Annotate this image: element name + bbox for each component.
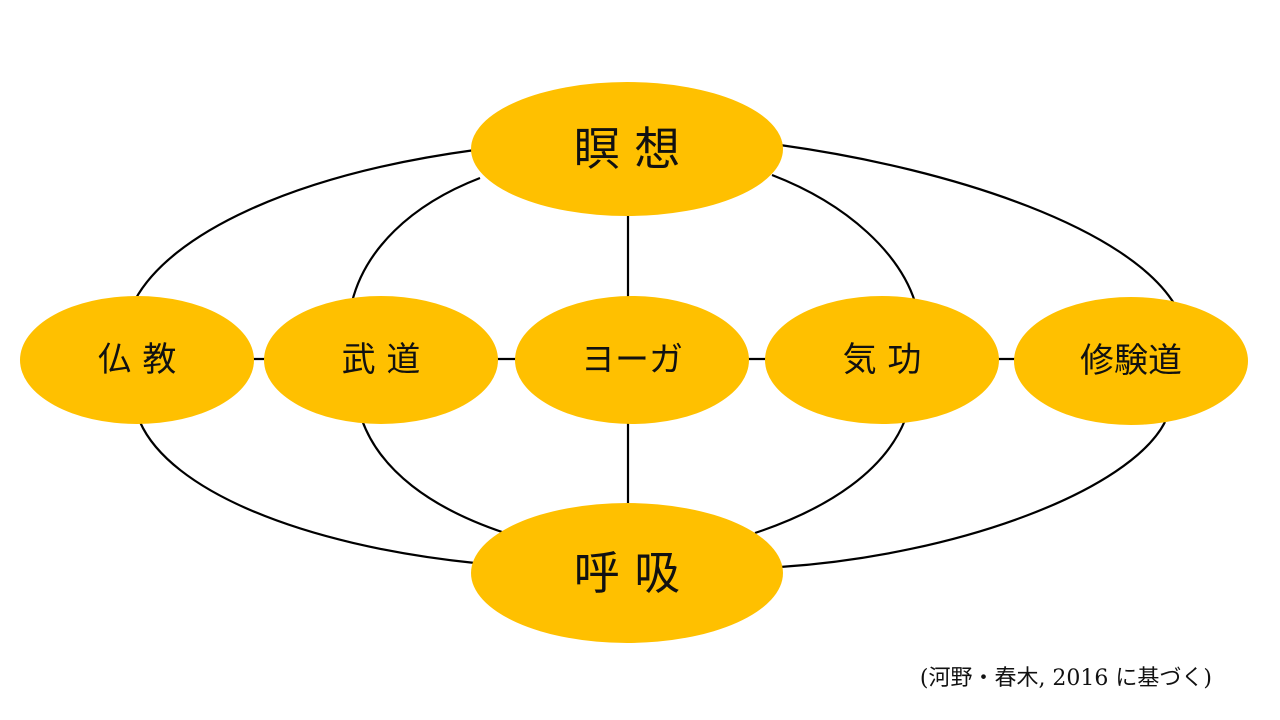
node-budo-shape — [264, 296, 498, 424]
node-meditation: 瞑 想 — [471, 82, 783, 216]
node-budo: 武 道 — [264, 296, 498, 424]
node-yoga-label: ヨーガ — [581, 340, 683, 380]
node-qigong: 気 功 — [765, 296, 999, 424]
node-yoga: ヨーガ — [515, 296, 749, 424]
edge-breathing-shugendo — [779, 421, 1166, 569]
edge-meditation-budo — [350, 176, 481, 303]
node-shugendo-label: 修験道 — [1080, 341, 1182, 381]
edge-meditation-buddhism — [134, 148, 476, 301]
node-breathing: 呼 吸 — [471, 503, 783, 643]
node-budo-label: 武 道 — [342, 340, 421, 380]
node-qigong-label: 気 功 — [843, 340, 922, 380]
node-meditation-label: 瞑 想 — [574, 122, 681, 176]
node-buddhism: 仏 教 — [20, 296, 254, 424]
node-yoga-shape — [515, 296, 749, 424]
node-qigong-shape — [765, 296, 999, 424]
node-buddhism-label: 仏 教 — [98, 340, 177, 380]
node-shugendo: 修験道 — [1014, 297, 1248, 425]
node-shugendo-shape — [1014, 297, 1248, 425]
node-meditation-shape — [471, 82, 783, 216]
node-breathing-shape — [471, 503, 783, 643]
edge-meditation-shugendo — [779, 143, 1176, 306]
node-breathing-label: 呼 吸 — [574, 546, 681, 600]
edge-meditation-qigong — [771, 173, 917, 303]
edge-breathing-budo — [360, 419, 506, 535]
node-buddhism-shape — [20, 296, 254, 424]
edge-breathing-qigong — [754, 419, 907, 535]
edge-breathing-buddhism — [138, 421, 476, 565]
source-citation: (河野・春木, 2016 に基づく) — [919, 666, 1212, 691]
